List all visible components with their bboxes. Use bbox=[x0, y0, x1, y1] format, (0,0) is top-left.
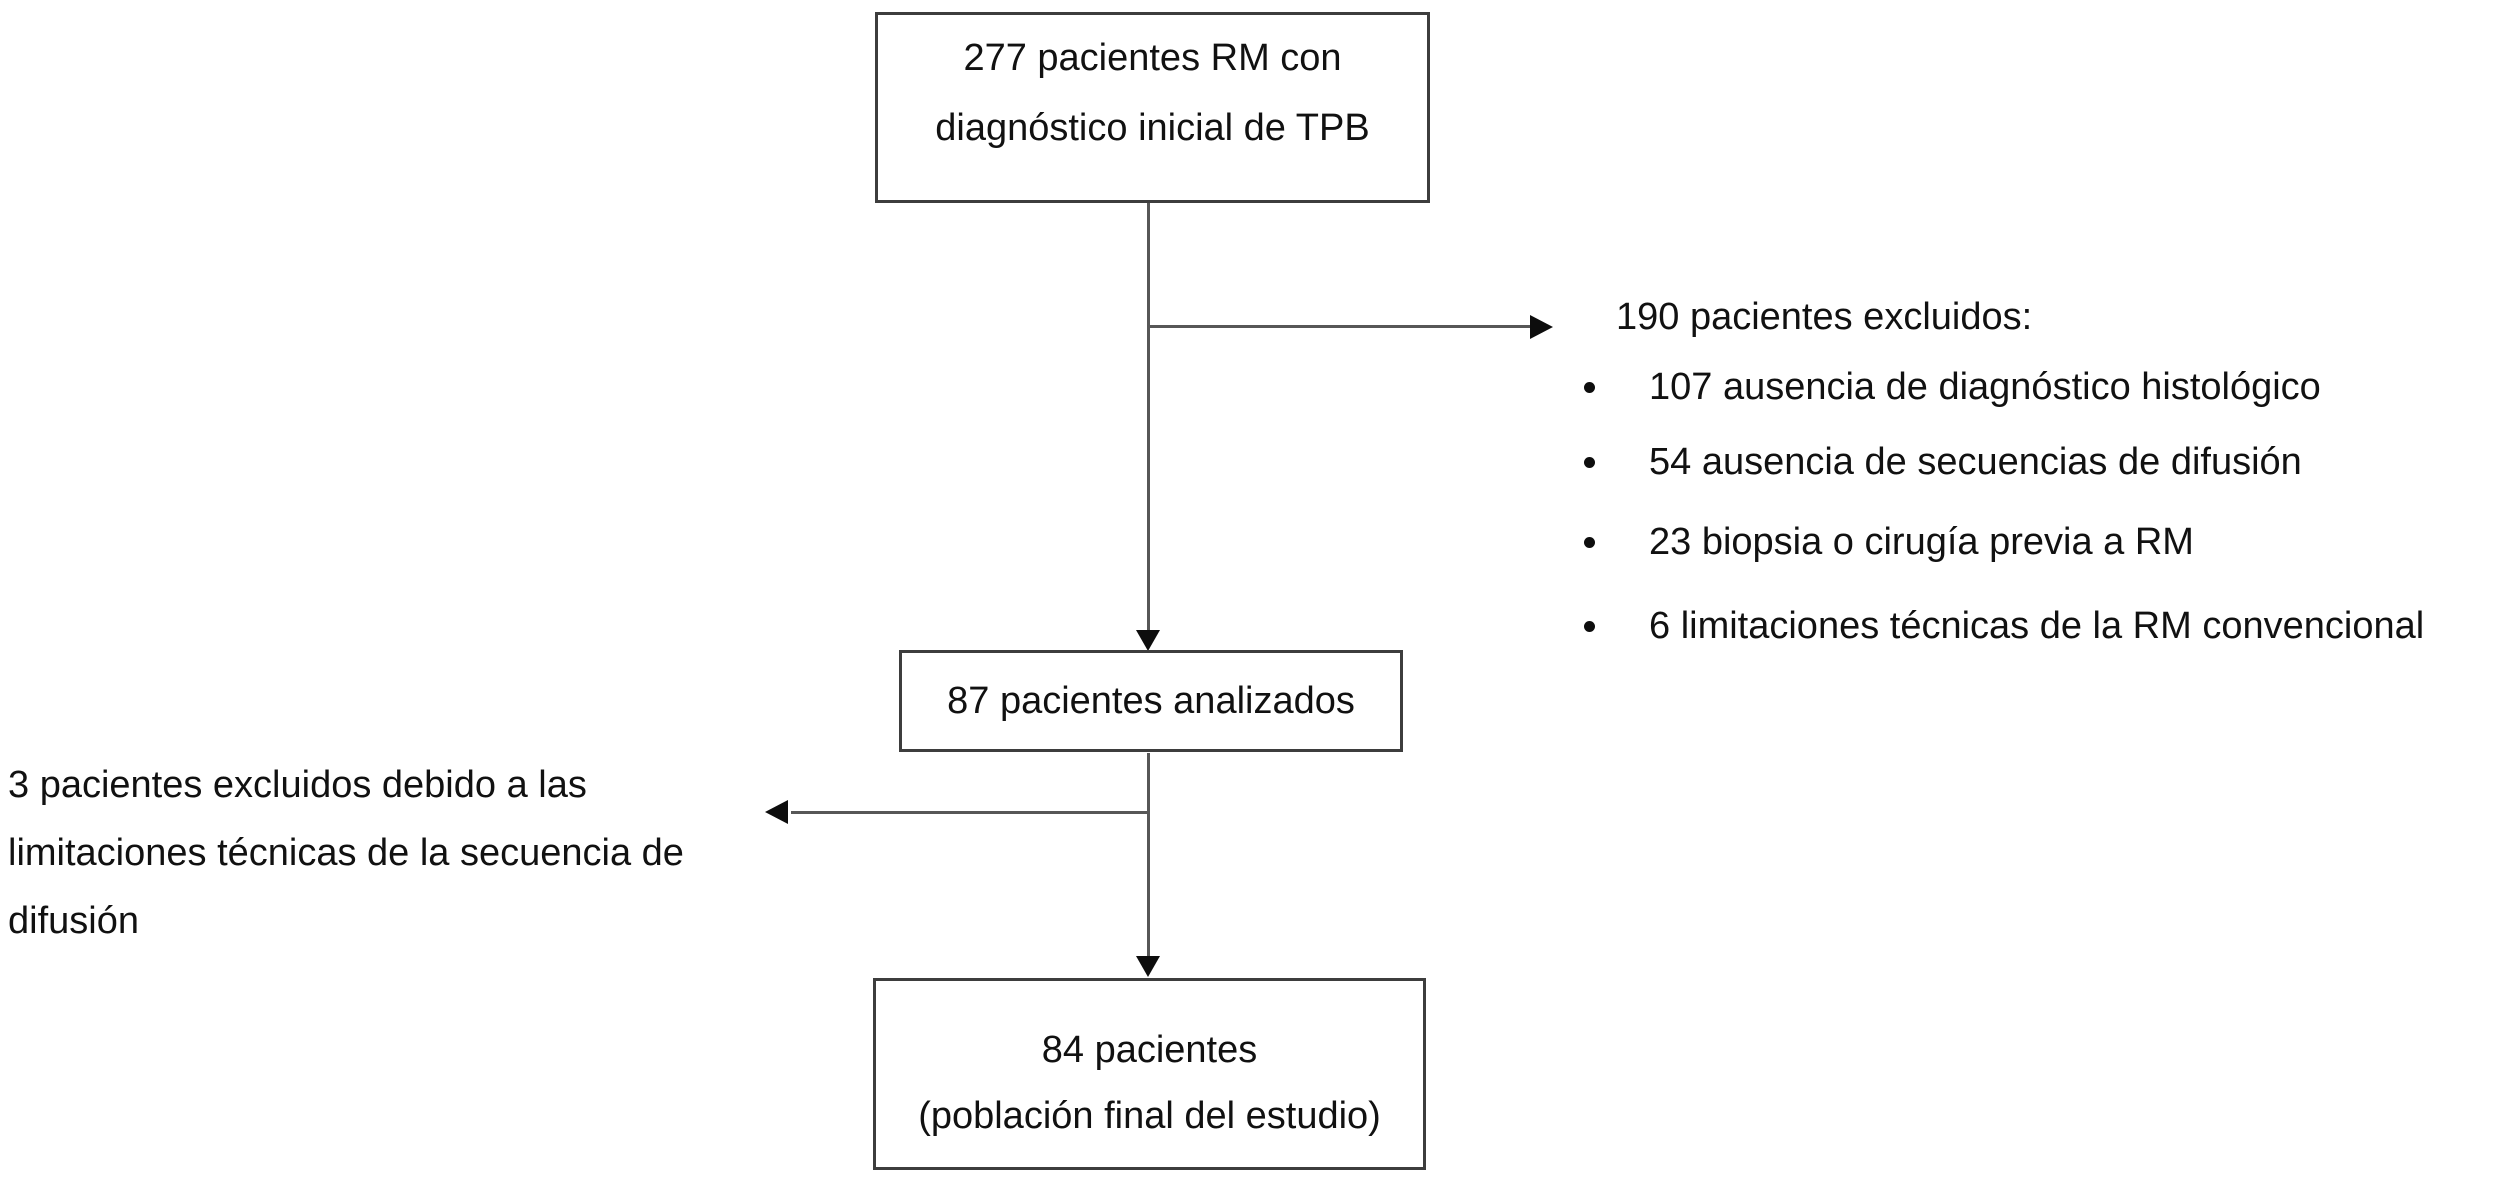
bullet-icon bbox=[1584, 536, 1595, 548]
connector-analyzed-to-final bbox=[1147, 753, 1150, 956]
connector-to-left-exclusion bbox=[791, 811, 1150, 814]
final-population-box: 84 pacientes (población final del estudi… bbox=[873, 978, 1426, 1170]
exclusions-header: 190 pacientes excluidos: bbox=[1616, 296, 2033, 338]
exclusion-item-label: 54 ausencia de secuencias de difusión bbox=[1649, 441, 2302, 483]
connector-initial-to-analyzed bbox=[1147, 203, 1150, 630]
final-population-line-2: (población final del estudio) bbox=[918, 1095, 1381, 1137]
bullet-icon bbox=[1584, 381, 1595, 393]
initial-cohort-line-2: diagnóstico inicial de TPB bbox=[935, 106, 1370, 149]
analyzed-patients-box: 87 pacientes analizados bbox=[899, 650, 1403, 752]
exclusion-item-label: 6 limitaciones técnicas de la RM convenc… bbox=[1649, 605, 2425, 647]
bullet-icon bbox=[1584, 456, 1595, 468]
arrow-right-icon bbox=[1530, 315, 1553, 339]
arrow-down-icon bbox=[1136, 630, 1160, 651]
arrow-left-icon bbox=[765, 800, 788, 824]
exclusion-item-label: 23 biopsia o cirugía previa a RM bbox=[1649, 521, 2194, 563]
exclusion-item: 23 biopsia o cirugía previa a RM bbox=[1584, 519, 2194, 565]
exclusion-item-label: 107 ausencia de diagnóstico histológico bbox=[1649, 366, 2321, 408]
left-exclusion-note: 3 pacientes excluidos debido a las limit… bbox=[8, 751, 684, 955]
left-exclusion-line-2: limitaciones técnicas de la secuencia de bbox=[8, 832, 684, 874]
initial-cohort-line-1: 277 pacientes RM con bbox=[963, 36, 1342, 79]
connector-to-right-exclusions bbox=[1148, 325, 1530, 328]
left-exclusion-line-1: 3 pacientes excluidos debido a las bbox=[8, 764, 587, 806]
exclusion-item: 6 limitaciones técnicas de la RM convenc… bbox=[1584, 603, 2424, 649]
exclusion-item: 54 ausencia de secuencias de difusión bbox=[1584, 439, 2302, 485]
arrow-down-icon bbox=[1136, 956, 1160, 977]
analyzed-patients-label: 87 pacientes analizados bbox=[947, 680, 1355, 722]
initial-cohort-box: 277 pacientes RM con diagnóstico inicial… bbox=[875, 12, 1430, 203]
exclusion-item: 107 ausencia de diagnóstico histológico bbox=[1584, 364, 2321, 410]
bullet-icon bbox=[1584, 620, 1595, 632]
final-population-line-1: 84 pacientes bbox=[1041, 1029, 1258, 1071]
left-exclusion-line-3: difusión bbox=[8, 900, 139, 942]
